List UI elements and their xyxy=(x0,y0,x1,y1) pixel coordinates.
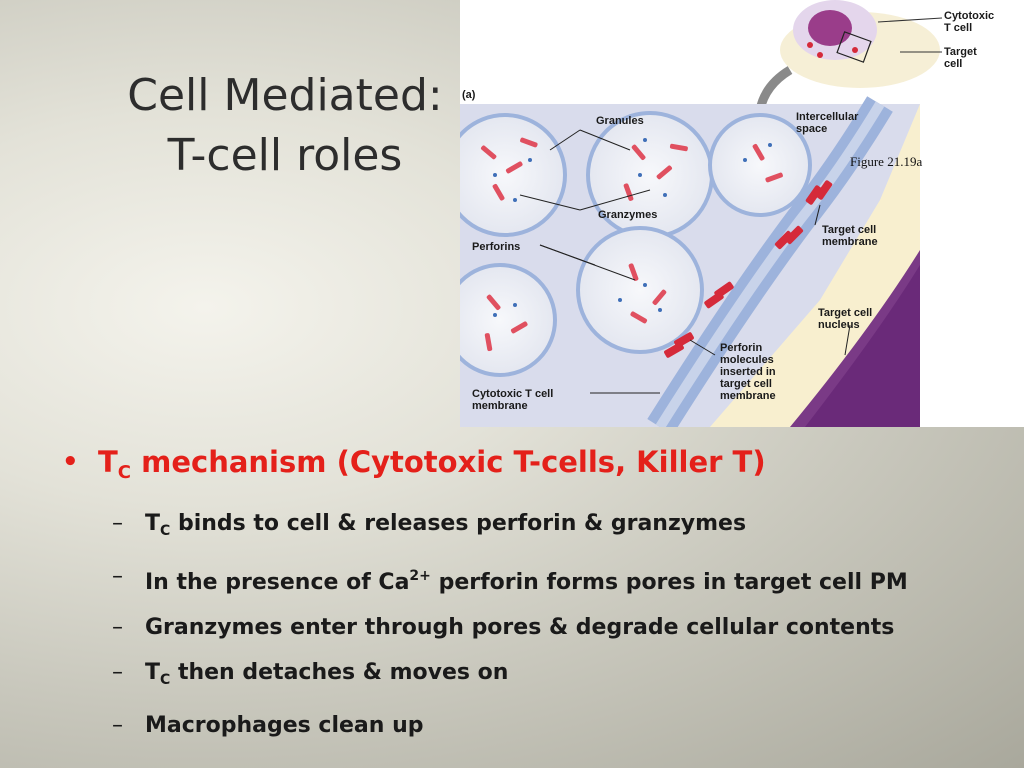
label-tcell-membrane-1: Cytotoxic T cell xyxy=(472,388,553,400)
sub-bullet-3-text: Granzymes enter through pores & degrade … xyxy=(145,615,895,640)
bullet-dot: • xyxy=(62,447,79,477)
main-bullet-prefix: T xyxy=(98,445,118,479)
label-perforin-inserted-5: membrane xyxy=(720,390,776,402)
sub-bullet-4: – TC then detaches & moves on xyxy=(60,650,1000,703)
title-line-1: Cell Mediated: xyxy=(127,70,443,121)
panel-label: (a) xyxy=(462,89,476,101)
label-tcell-membrane-2: membrane xyxy=(472,400,528,412)
dash-marker: – xyxy=(112,615,123,640)
label-perforins: Perforins xyxy=(472,241,520,253)
sub-bullet-5: – Macrophages clean up xyxy=(60,703,1000,748)
label-perforin-inserted-1: Perforin xyxy=(720,342,762,354)
label-target-nucleus-2: nucleus xyxy=(818,319,860,331)
figure-caption: Figure 21.19a xyxy=(850,154,922,169)
slide-title: Cell Mediated: T-cell roles xyxy=(100,66,470,186)
sub-bullet-list: – TC binds to cell & releases perforin &… xyxy=(60,501,1000,748)
main-bullet-subscript: C xyxy=(117,462,132,483)
dash-marker: – xyxy=(112,511,123,536)
label-perforin-inserted-2: molecules xyxy=(720,354,774,366)
t-cell-figure: Cytotoxic T cell Target cell (a) Granule… xyxy=(460,0,1024,427)
label-target-membrane-2: membrane xyxy=(822,236,878,248)
sub-bullet-1-subscript: C xyxy=(160,523,171,539)
label-granzymes: Granzymes xyxy=(598,209,657,221)
sub-bullet-4-subscript: C xyxy=(160,672,171,688)
main-panel xyxy=(460,96,920,427)
label-perforin-inserted-4: target cell xyxy=(720,378,772,390)
sub-bullet-2-text-before: In the presence of Ca xyxy=(145,570,410,595)
label-target-membrane-1: Target cell xyxy=(822,224,876,236)
label-intercellular-2: space xyxy=(796,123,827,135)
sub-bullet-2: – In the presence of Ca2+ perforin forms… xyxy=(60,554,1000,605)
sub-bullet-1-text: binds to cell & releases perforin & gran… xyxy=(170,511,747,536)
label-cytotoxic-t-cell-1: Cytotoxic xyxy=(944,10,994,22)
sub-bullet-1-prefix: T xyxy=(145,511,161,536)
dash-marker: – xyxy=(112,564,123,589)
dash-marker: – xyxy=(112,660,123,685)
main-bullet: • TC mechanism (Cytotoxic T-cells, Kille… xyxy=(60,440,1000,495)
sub-bullet-2-superscript: 2+ xyxy=(409,568,431,584)
svg-text:Target: Target xyxy=(944,46,977,58)
sub-bullet-4-prefix: T xyxy=(145,660,161,685)
svg-text:Cytotoxic: Cytotoxic xyxy=(944,10,994,22)
svg-text:cell: cell xyxy=(944,58,962,70)
label-target-nucleus-1: Target cell xyxy=(818,307,872,319)
label-cytotoxic-t-cell-2: T cell xyxy=(944,22,972,34)
sub-bullet-5-text: Macrophages clean up xyxy=(145,713,424,738)
svg-text:T cell: T cell xyxy=(944,22,972,34)
title-line-2: T-cell roles xyxy=(167,130,403,181)
sub-bullet-3: – Granzymes enter through pores & degrad… xyxy=(60,605,1000,650)
label-target-cell-2: cell xyxy=(944,58,962,70)
main-bullet-text: mechanism (Cytotoxic T-cells, Killer T) xyxy=(131,445,766,479)
bullet-content: • TC mechanism (Cytotoxic T-cells, Kille… xyxy=(60,440,1000,748)
label-target-cell-1: Target xyxy=(944,46,977,58)
sub-bullet-4-text: then detaches & moves on xyxy=(170,660,509,685)
label-granules: Granules xyxy=(596,115,644,127)
sub-bullet-2-text-after: perforin forms pores in target cell PM xyxy=(430,570,908,595)
sub-bullet-1: – TC binds to cell & releases perforin &… xyxy=(60,501,1000,554)
figure-illustration: Cytotoxic T cell Target cell (a) Granule… xyxy=(460,0,994,427)
label-perforin-inserted-3: inserted in xyxy=(720,366,776,378)
label-intercellular-1: Intercellular xyxy=(796,111,859,123)
dash-marker: – xyxy=(112,713,123,738)
